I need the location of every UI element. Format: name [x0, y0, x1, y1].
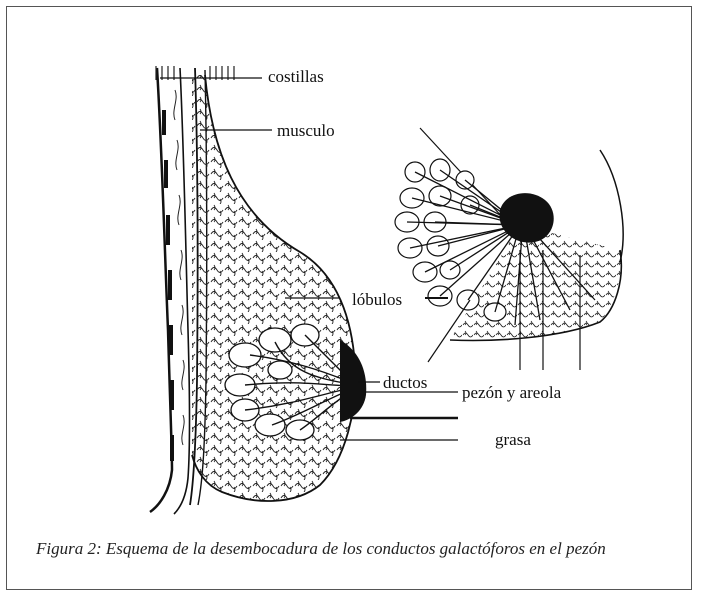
closeup-view: [395, 128, 630, 350]
figure-caption: Figura 2: Esquema de la desembocadura de…: [36, 538, 676, 559]
label-ducts: ductos: [383, 373, 427, 392]
label-lobules: lóbulos: [352, 290, 402, 309]
label-ribs: costillas: [268, 67, 324, 86]
label-fat: grasa: [495, 430, 531, 449]
label-nipple-areola: pezón y areola: [462, 383, 562, 402]
label-muscle: musculo: [277, 121, 335, 140]
side-view: [150, 66, 370, 514]
